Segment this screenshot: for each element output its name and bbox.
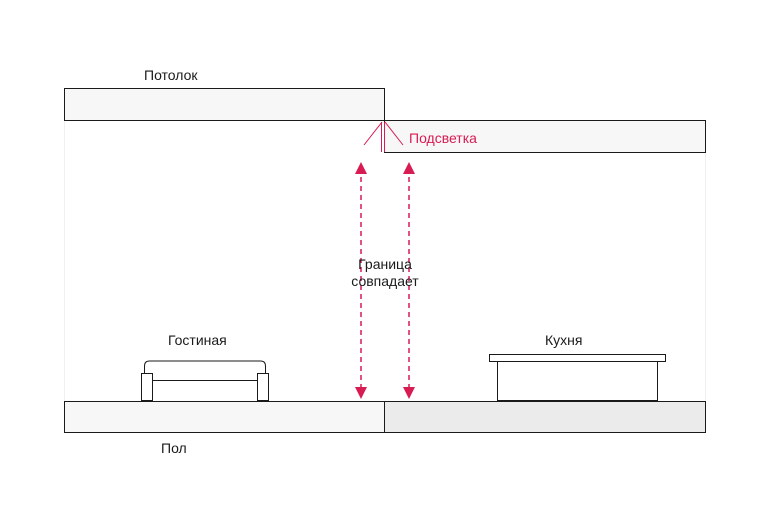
- lighting-label: Подсветка: [409, 130, 477, 146]
- boundary-label-line2: совпадает: [351, 273, 419, 289]
- kitchen-counter-icon: [489, 354, 666, 401]
- boundary-label-line1: Граница: [358, 256, 412, 272]
- sofa-icon: [141, 360, 269, 401]
- floor-kitchen: [384, 401, 706, 433]
- floor-label: Пол: [161, 440, 187, 456]
- ceiling-label: Потолок: [144, 67, 198, 83]
- light-beam-icon: [363, 121, 404, 152]
- ceiling-living: [64, 88, 385, 121]
- living-room-label: Гостиная: [168, 332, 227, 348]
- floor-living: [64, 401, 385, 433]
- kitchen-label: Кухня: [545, 332, 582, 348]
